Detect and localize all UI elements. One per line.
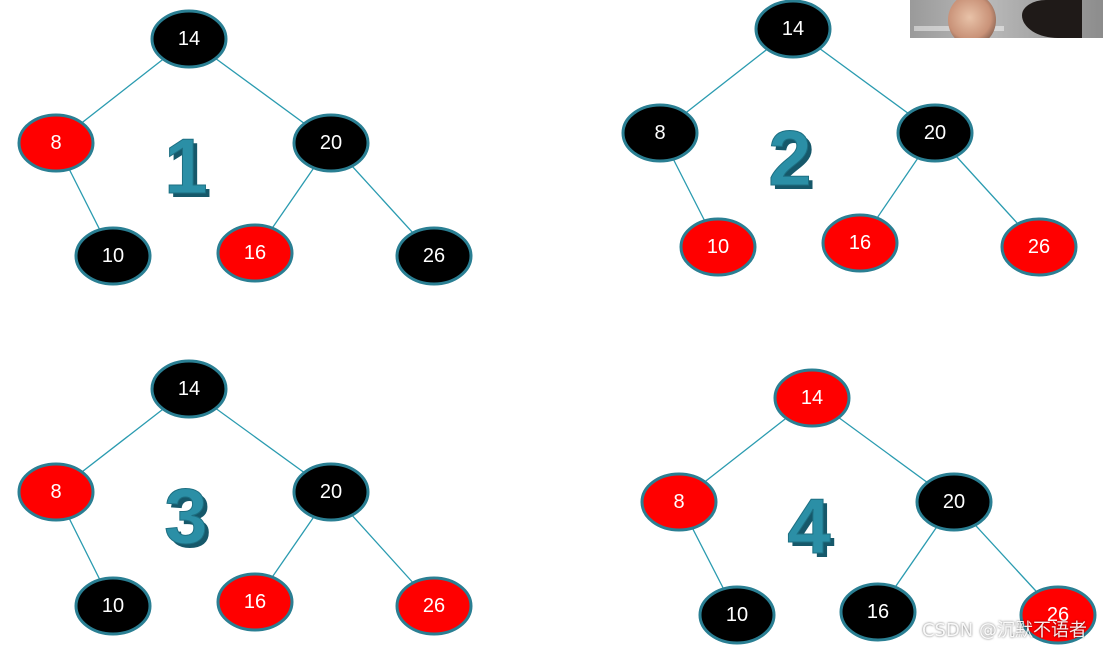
tree-4-node-14: 14 <box>773 368 851 428</box>
node-label: 26 <box>423 245 445 267</box>
node-label: 26 <box>1047 604 1069 626</box>
tree-3: 3 3 14 8 20 10 16 26 <box>17 359 473 636</box>
node-label: 10 <box>102 595 124 617</box>
node-label: 8 <box>654 122 665 144</box>
node-label: 8 <box>50 481 61 503</box>
node-label: 26 <box>423 595 445 617</box>
tree-4-number: 4 <box>787 482 830 570</box>
tree-3-node-16: 16 <box>216 572 294 632</box>
tree-4-node-20: 20 <box>915 472 993 532</box>
tree-1-node-26: 26 <box>395 226 473 286</box>
node-label: 14 <box>782 18 804 40</box>
node-label: 14 <box>178 28 200 50</box>
tree-3-node-20: 20 <box>292 462 370 522</box>
tree-2: 2 2 14 8 20 10 16 26 <box>621 0 1078 277</box>
tree-1: 1 1 14 8 20 10 16 26 <box>17 9 473 286</box>
presenter-video-thumbnail <box>910 0 1103 38</box>
tree-1-number: 1 <box>164 122 207 210</box>
tree-1-node-10: 10 <box>74 226 152 286</box>
presenter-hair <box>1022 0 1082 38</box>
tree-3-node-10: 10 <box>74 576 152 636</box>
tree-1-node-16: 16 <box>216 223 294 283</box>
tree-2-node-16: 16 <box>821 213 899 273</box>
node-label: 14 <box>801 387 823 409</box>
tree-2-node-8: 8 <box>621 103 699 163</box>
tree-3-number: 3 <box>164 472 207 560</box>
tree-3-number-shadow: 3 <box>168 476 211 564</box>
tree-4-node-16: 16 <box>839 582 917 642</box>
node-label: 14 <box>178 378 200 400</box>
tree-1-node-14: 14 <box>150 9 228 69</box>
tree-1-node-20: 20 <box>292 113 370 173</box>
node-label: 20 <box>320 132 342 154</box>
node-label: 8 <box>673 491 684 513</box>
node-label: 26 <box>1028 236 1050 258</box>
tree-3-node-8: 8 <box>17 462 95 522</box>
node-label: 16 <box>867 601 889 623</box>
node-label: 16 <box>244 591 266 613</box>
tree-3-node-26: 26 <box>395 576 473 636</box>
tree-1-number-shadow: 1 <box>168 126 211 214</box>
node-label: 10 <box>102 245 124 267</box>
node-label: 16 <box>244 242 266 264</box>
csdn-watermark: CSDN @沉默不语者 <box>921 620 1087 641</box>
node-label: 10 <box>726 604 748 626</box>
tree-2-node-14: 14 <box>754 0 832 59</box>
node-label: 20 <box>924 122 946 144</box>
tree-4-node-10: 10 <box>698 585 776 645</box>
presenter-face <box>948 0 996 38</box>
tree-2-number: 2 <box>768 114 811 202</box>
tree-2-node-20: 20 <box>896 103 974 163</box>
node-label: 20 <box>320 481 342 503</box>
tree-2-node-26: 26 <box>1000 217 1078 277</box>
tree-4-node-8: 8 <box>640 472 718 532</box>
node-label: 10 <box>707 236 729 258</box>
tree-4-node-26: 26 <box>1019 585 1097 645</box>
tree-1-node-8: 8 <box>17 113 95 173</box>
node-label: 8 <box>50 132 61 154</box>
node-label: 20 <box>943 491 965 513</box>
node-label: 16 <box>849 232 871 254</box>
tree-2-number-shadow: 2 <box>772 118 815 206</box>
tree-4: 4 4 14 8 20 10 16 26 <box>640 368 1097 645</box>
tree-4-number-shadow: 4 <box>791 486 834 574</box>
tree-2-node-10: 10 <box>679 217 757 277</box>
tree-3-node-14: 14 <box>150 359 228 419</box>
